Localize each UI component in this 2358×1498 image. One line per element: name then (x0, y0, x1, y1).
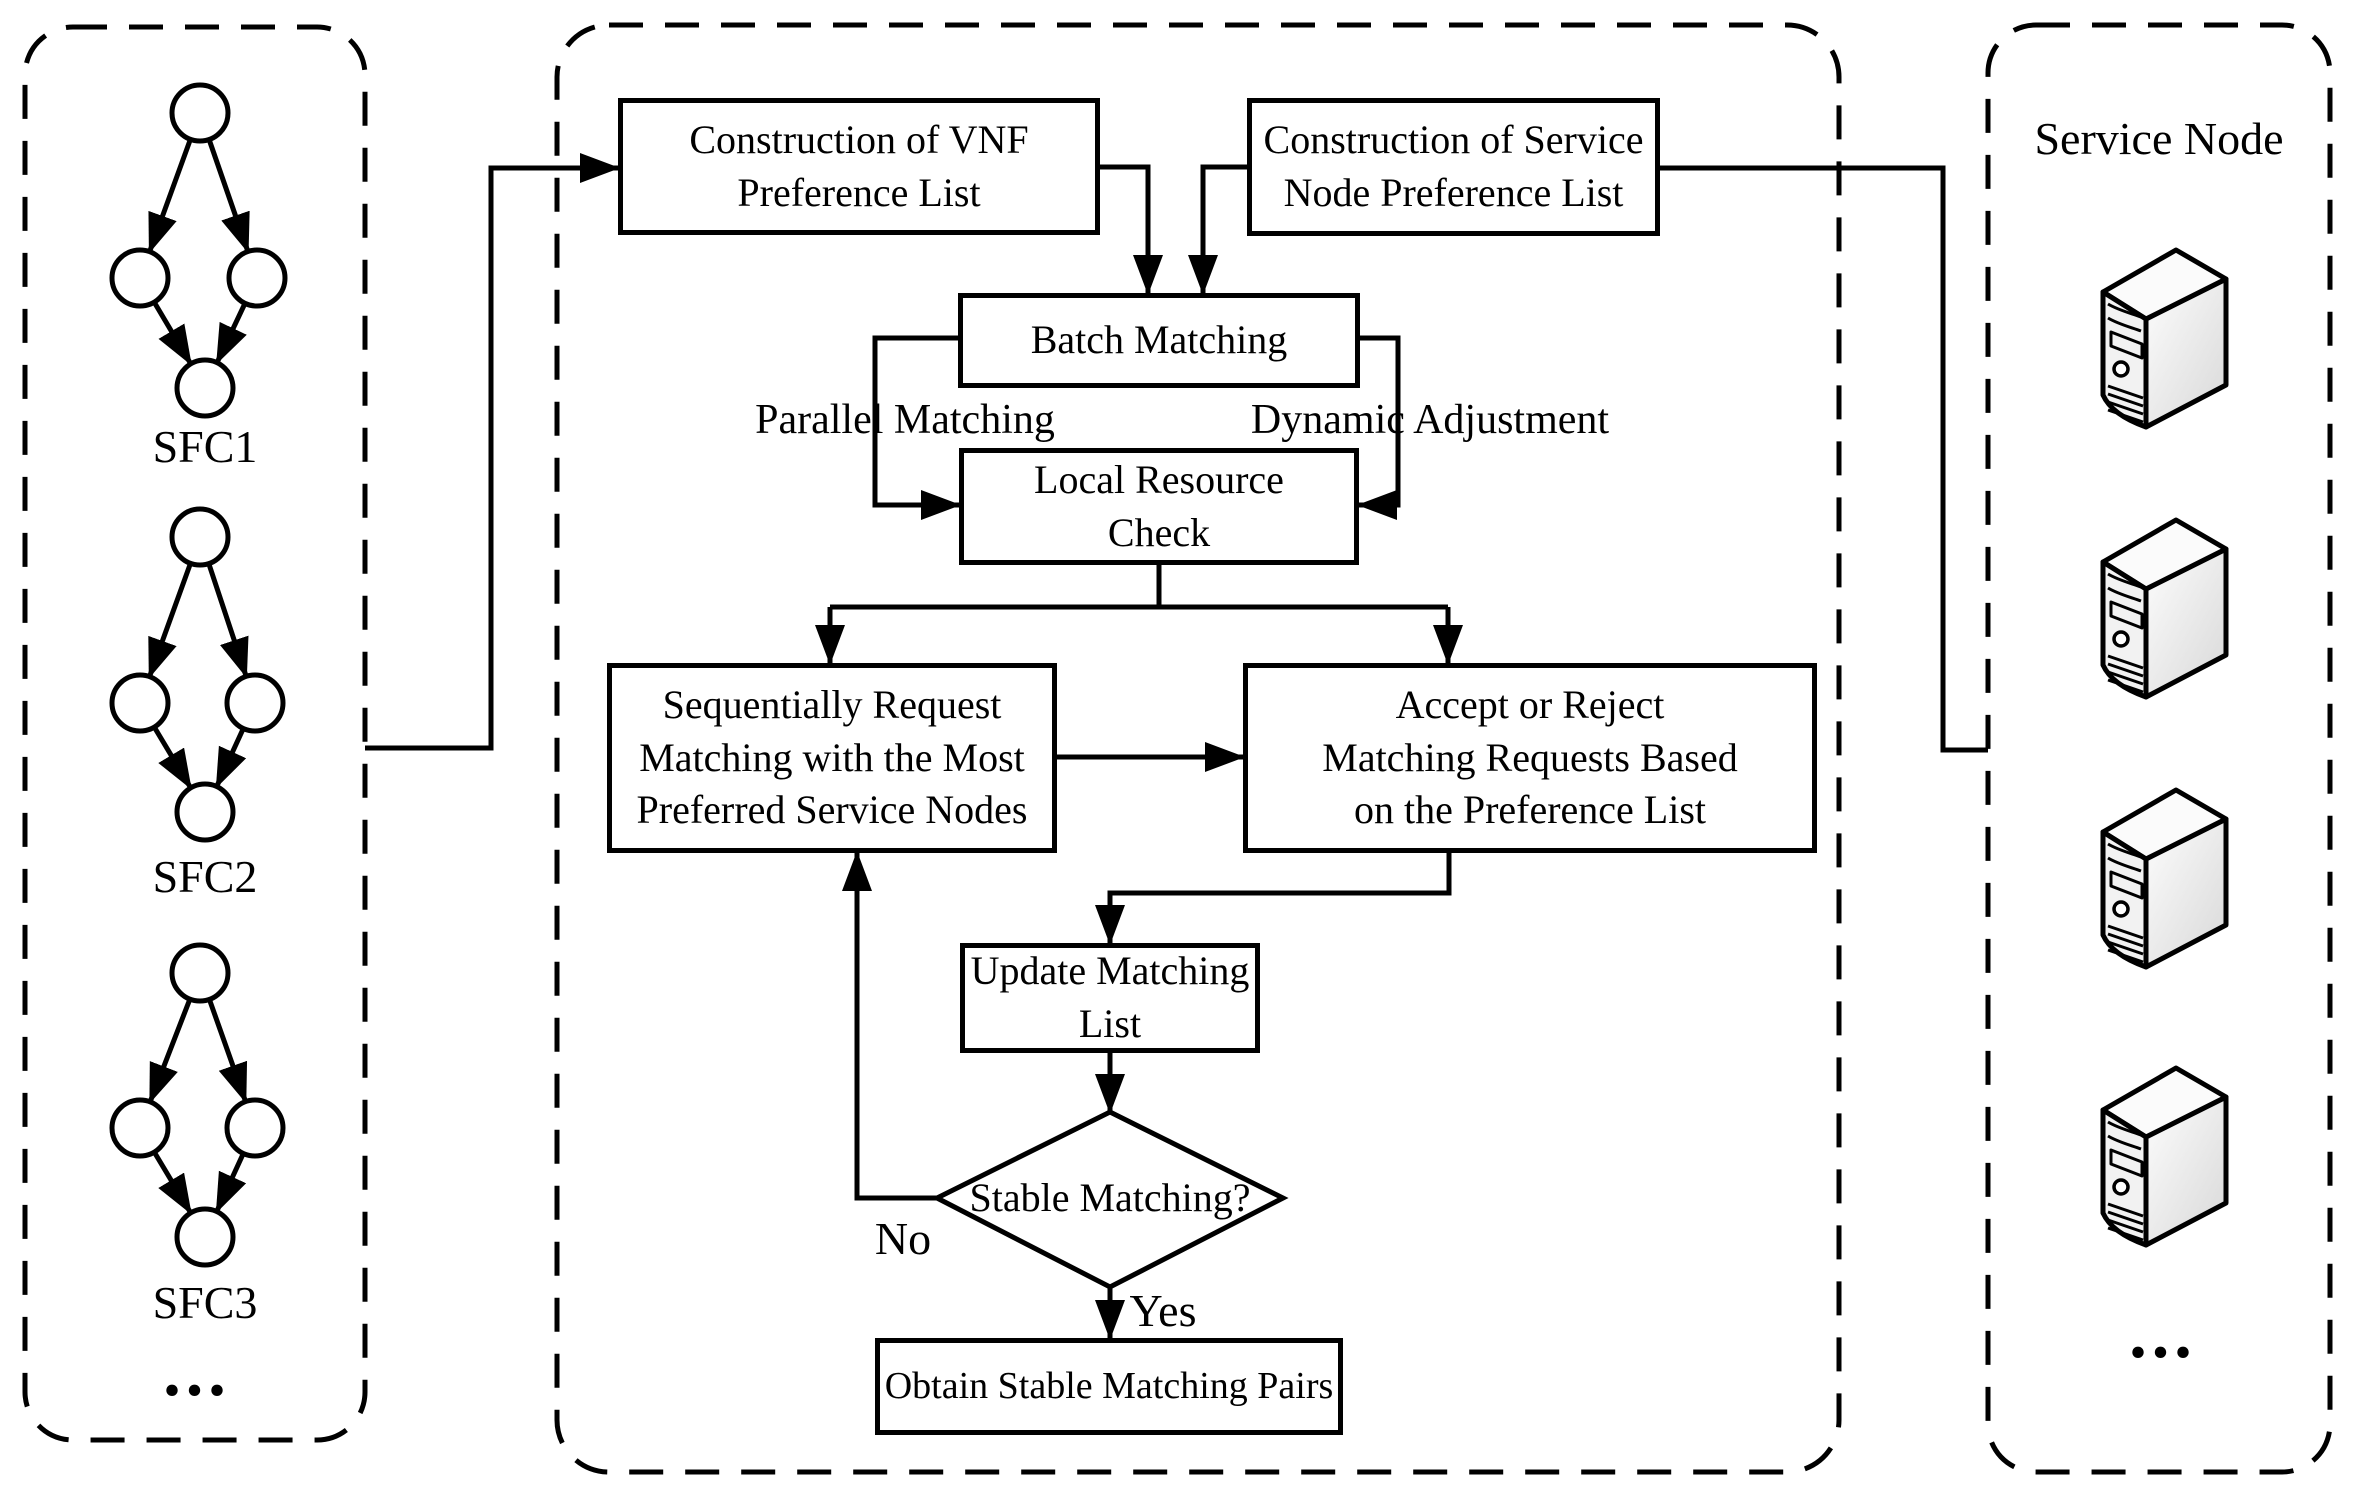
vnf-node (169, 506, 231, 568)
box-text-line: Matching Requests Based (1322, 734, 1738, 780)
sfc3-graph (109, 942, 286, 1268)
tower-server-icon (2103, 520, 2226, 697)
box-text-line: Obtain Stable Matching Pairs (884, 1365, 1334, 1408)
sfc2-label: SFC2 (152, 851, 258, 902)
sfc2-graph (109, 506, 286, 843)
box-text-line: Preference List (737, 169, 981, 215)
vnf-node (224, 1097, 286, 1159)
accept-reject-box: Accept or Reject Matching Requests Based… (1243, 663, 1817, 853)
arrow-dynamic-adjustment (1356, 335, 1401, 520)
sfc1-label: SFC1 (152, 421, 258, 472)
flow-connectors (365, 153, 1988, 1341)
arrow-accept-to-update (1095, 853, 1452, 946)
stable-matching-question: Stable Matching? (969, 1175, 1251, 1220)
vnf-node (109, 672, 171, 734)
construct-vnf-preference-box: Construction of VNF Preference List (618, 98, 1100, 235)
sfc-ellipsis: ... (163, 1334, 231, 1411)
update-matching-list-box: Update Matching List (960, 943, 1260, 1053)
vnf-node (169, 82, 231, 144)
box-text-line: Node Preference List (1283, 170, 1624, 215)
tower-server-icon (2103, 250, 2226, 427)
box-text-line: Local Resource (1034, 456, 1284, 502)
service-node-title: Service Node (2034, 113, 2284, 164)
batch-matching-box: Batch Matching (958, 293, 1360, 388)
service-node-ellipsis: ... (2129, 1296, 2197, 1373)
sfc-panel-border (22, 24, 368, 1443)
box-text-line: on the Preference List (1353, 787, 1707, 833)
arrow-node-to-service-list (1619, 153, 1988, 753)
box-text-line: Preferred Service Nodes (636, 787, 1028, 833)
dynamic-adjustment-label: Dynamic Adjustment (1250, 397, 1610, 443)
box-text-line: Sequentially Request (662, 681, 1002, 727)
vnf-node (174, 781, 236, 843)
tower-server-icon (2103, 1068, 2226, 1245)
obtain-stable-pairs-box: Obtain Stable Matching Pairs (875, 1338, 1343, 1435)
box-text-line: Construction of VNF (689, 116, 1029, 162)
yes-label: Yes (1129, 1285, 1197, 1336)
service-node-panel-border (1985, 22, 2333, 1475)
vnf-node (226, 247, 288, 309)
box-text-line: List (1078, 1001, 1142, 1046)
vnf-node (109, 1097, 171, 1159)
local-resource-check-box: Local Resource Check (959, 448, 1359, 565)
sfc3-label: SFC3 (152, 1277, 258, 1328)
box-text-line: Matching with the Most (639, 734, 1025, 780)
arrow-vnf-list-to-batch (1100, 164, 1163, 296)
vnf-node (174, 357, 236, 419)
stable-matching-diamond (931, 1109, 1289, 1290)
construct-service-node-preference-box: Construction of Service Node Preference … (1247, 98, 1660, 236)
arrow-sfc-to-vnf-list (365, 153, 621, 751)
box-text-line: Update Matching (970, 948, 1250, 994)
no-label: No (874, 1213, 932, 1264)
arrow-parallel-matching (872, 335, 962, 520)
box-text-line: Check (1107, 509, 1211, 555)
vnf-node (224, 672, 286, 734)
vnf-node (109, 247, 171, 309)
box-text-line: Accept or Reject (1395, 681, 1665, 727)
sequential-request-box: Sequentially Request Matching with the M… (607, 663, 1057, 853)
box-text-line: Batch Matching (1030, 317, 1288, 363)
sfc1-graph (109, 82, 288, 419)
box-text-line: Construction of Service (1263, 117, 1644, 163)
parallel-matching-label: Parallel Matching (755, 397, 1055, 443)
algorithm-panel-border (554, 22, 1842, 1475)
vnf-node (174, 1206, 236, 1268)
tower-server-icon (2103, 790, 2226, 967)
arrow-service-list-to-batch (1188, 164, 1247, 296)
arrow-no-loop (842, 850, 937, 1201)
vnf-node (169, 942, 231, 1004)
